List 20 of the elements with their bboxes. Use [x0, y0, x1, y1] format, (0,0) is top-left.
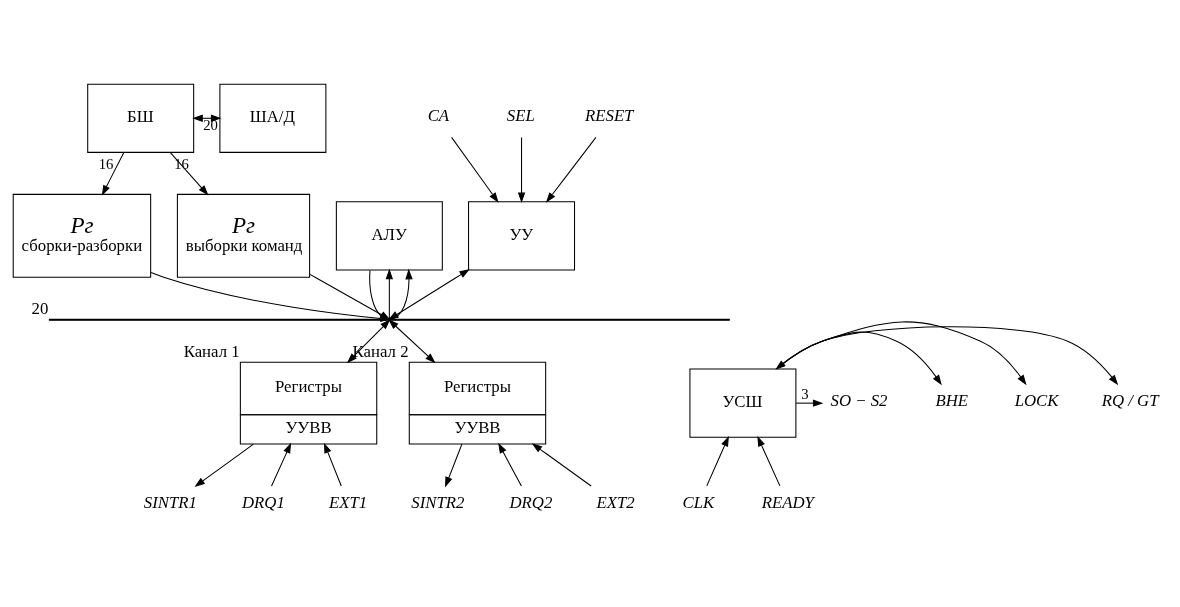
edge-label: 3 [801, 385, 809, 402]
node-text: DRQ2 [509, 492, 553, 512]
node-text: RESET [585, 105, 634, 125]
node-text: SEL [506, 105, 535, 125]
node-text: READY [761, 492, 814, 512]
node-text: SINTR2 [411, 492, 465, 512]
node-text: CLK [682, 492, 715, 512]
node-text: SO − S2 [830, 390, 888, 410]
node-label: 20 [31, 298, 49, 318]
node-text: LOCK [1014, 390, 1059, 410]
node-text: RQ / GT [1101, 390, 1159, 410]
node-label: Канал 1 [183, 341, 240, 361]
node-text: DRQ1 [241, 492, 285, 512]
node-text: EXT2 [596, 492, 635, 512]
edge-label: 16 [98, 155, 114, 172]
node-text: CA [427, 105, 450, 125]
edge-label: 20 [203, 116, 218, 133]
node-text: BHE [935, 390, 969, 410]
node-text: SINTR1 [143, 492, 197, 512]
node-text: EXT1 [329, 492, 368, 512]
